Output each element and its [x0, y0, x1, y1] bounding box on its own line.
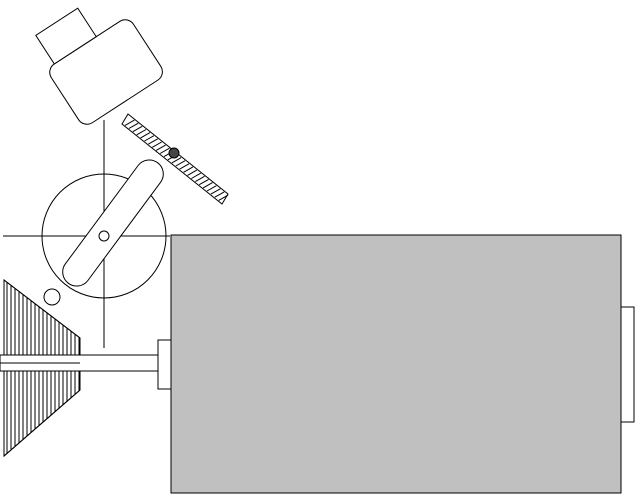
rod-hatch-line — [187, 169, 198, 176]
flange — [157, 339, 173, 390]
rod-hatch-line — [128, 122, 139, 129]
rod-hatch-line — [124, 119, 135, 126]
rod-hatch-line — [198, 178, 209, 186]
rod-hatch-line — [210, 188, 221, 195]
rod-hatch-line — [144, 135, 155, 142]
rod-hatch-line — [152, 141, 162, 148]
rod-hatch-line — [202, 182, 213, 189]
camera-head — [35, 7, 163, 125]
rod-hatch-line — [140, 132, 151, 139]
disk — [41, 173, 167, 299]
rod-hatch-line — [183, 166, 194, 173]
link-top-pin — [168, 147, 180, 159]
rod-hatch-line — [132, 125, 143, 133]
rod-hatch-line — [155, 144, 166, 151]
rod-hatch-line — [206, 185, 217, 192]
rod-hatch-line — [136, 129, 147, 136]
rod-hatch-line — [214, 191, 225, 198]
lens-cap — [35, 7, 97, 65]
rod-hatch-line — [171, 157, 182, 164]
link-center-pin — [98, 230, 110, 242]
link-bar — [62, 159, 164, 287]
rod-hatch-line — [218, 194, 229, 201]
motor-housing — [170, 234, 622, 494]
rod-hatch-line — [179, 163, 190, 170]
threaded-rod — [121, 113, 229, 205]
rod-hatch-line — [195, 175, 205, 183]
connecting-link — [62, 159, 164, 287]
end-plate — [620, 306, 635, 423]
link-bottom-pin — [43, 288, 61, 306]
rod-hatch-line — [148, 138, 159, 145]
rod-hatch-line — [191, 172, 201, 179]
rod-hatch-line — [175, 160, 186, 167]
rod-hatch-line — [159, 147, 170, 154]
